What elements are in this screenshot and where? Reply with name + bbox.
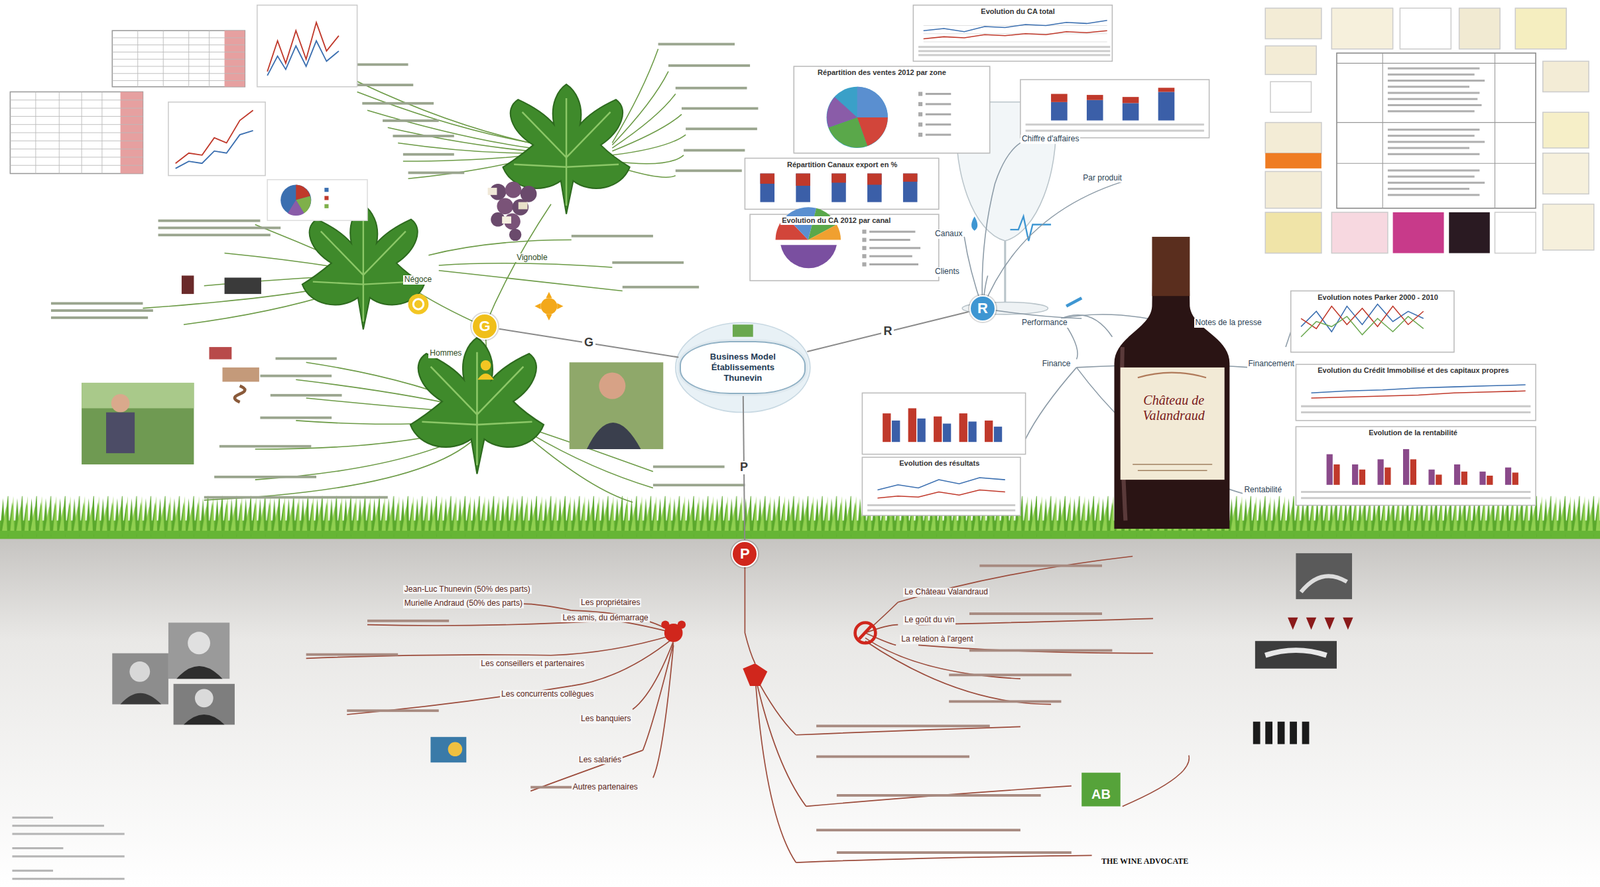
node-text: P	[739, 545, 750, 563]
branch-label: Rentabilité	[1242, 485, 1284, 495]
branch-label: Les salariés	[577, 755, 623, 765]
node-text: G	[478, 317, 491, 335]
branch-label: Les conseillers et partenaires	[479, 659, 586, 669]
logo-text: THE WINE ADVOCATE	[1100, 856, 1190, 866]
branch-label: Les banquiers	[579, 714, 632, 724]
branch-label: Financement	[1247, 359, 1296, 369]
chart-title: Evolution notes Parker 2000 - 2010	[1316, 293, 1440, 302]
branch-label: Les amis, du démarrage	[560, 613, 650, 623]
branch-label: Finance	[1041, 359, 1073, 369]
branch-label: Vignoble	[515, 253, 550, 263]
branch-label: Le Château Valandraud	[903, 587, 990, 597]
branch-label: Canaux	[933, 229, 964, 239]
edge-letter: R	[881, 324, 894, 339]
bottle-label: Château de Valandraud	[1123, 392, 1225, 424]
branch-label: Murielle Andraud (50% des parts)	[403, 598, 524, 609]
branch-circle: R	[969, 295, 996, 322]
chart-title: Répartition des ventes 2012 par zone	[816, 68, 948, 77]
branch-connector	[806, 311, 969, 352]
branch-label: Hommes	[428, 348, 463, 359]
branch-label: Jean-Luc Thunevin (50% des parts)	[403, 584, 532, 595]
branch-label: Les concurrents collègues	[499, 689, 595, 699]
branch-label: Performance	[1020, 318, 1069, 328]
edge-letter: P	[738, 460, 750, 475]
chart-title: Evolution du CA total	[979, 7, 1056, 16]
branch-label: Par produit	[1081, 173, 1124, 184]
logo-text: AB	[1090, 786, 1112, 802]
node-text: R	[977, 299, 988, 317]
branch-label: Négoce	[403, 275, 433, 285]
hub-node: Business Model Établissements Thunevin	[679, 340, 806, 395]
branch-label: La relation à l'argent	[899, 634, 975, 644]
branch-label: Autres partenaires	[571, 782, 640, 792]
branch-label: Notes de la presse	[1194, 318, 1264, 328]
node-text: Business Model Établissements Thunevin	[692, 351, 793, 384]
edge-letter: G	[582, 336, 596, 350]
branch-label: Chiffre d'affaires	[1020, 134, 1081, 144]
branch-label: Les propriétaires	[579, 598, 642, 608]
branch-circle: P	[731, 540, 758, 567]
branch-label: Clients	[933, 267, 961, 277]
branch-connector	[499, 328, 679, 358]
branch-label: Le goût du vin	[903, 615, 956, 625]
chart-title: Evolution de la rentabilité	[1367, 428, 1459, 437]
chart-title: Evolution du Crédit Immobilisé et des ca…	[1316, 366, 1511, 375]
chart-title: Répartition Canaux export en %	[785, 160, 899, 170]
chart-title: Evolution du CA 2012 par canal	[780, 216, 892, 225]
branch-circle: G	[471, 312, 498, 340]
chart-title: Evolution des résultats	[897, 458, 981, 468]
